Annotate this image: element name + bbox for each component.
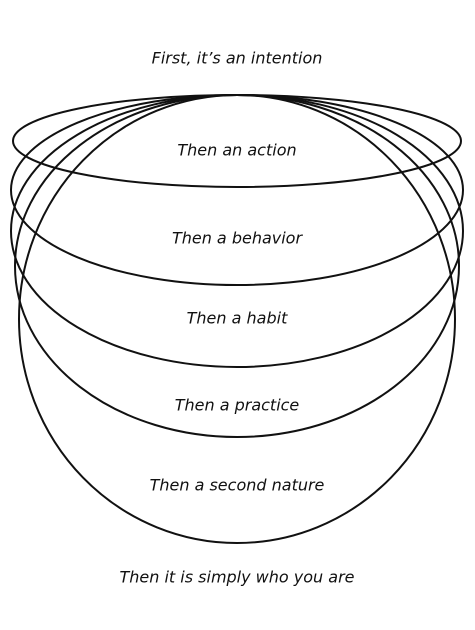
ring-behavior <box>10 94 464 286</box>
label-action: Then an action <box>177 141 296 160</box>
label-intention: First, it’s an intention <box>152 49 323 68</box>
label-who-you-are: Then it is simply who you are <box>120 568 355 587</box>
label-second-nature: Then a second nature <box>150 476 325 495</box>
label-habit: Then a habit <box>187 309 288 328</box>
stage-labels: First, it’s an intention Then an action … <box>120 49 355 587</box>
label-behavior: Then a behavior <box>172 229 304 248</box>
ring-second-nature <box>18 94 456 544</box>
label-practice: Then a practice <box>175 396 300 415</box>
ellipse-rings <box>10 94 464 544</box>
